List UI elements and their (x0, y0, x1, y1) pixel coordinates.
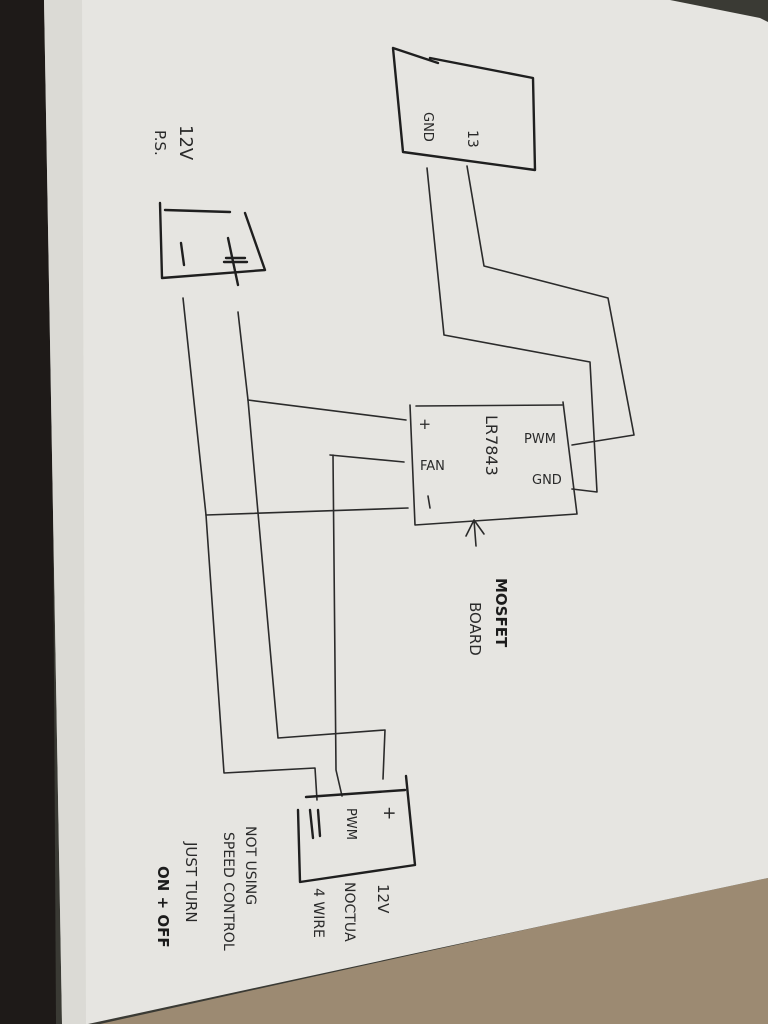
wire-arduino-13-to-mosfet-pwm (466, 165, 635, 446)
paper-fold-shadow (44, 0, 86, 1024)
fan-label-line3: 4 WIRE (310, 888, 326, 938)
mosfet-fan-negative-terminal (427, 495, 431, 509)
notes: NOT USING SPEED CONTROL JUST TURN ON + O… (154, 826, 258, 951)
wires (182, 165, 635, 801)
power-supply-name-label: P.S. (151, 130, 169, 156)
fan-positive-label: + (379, 806, 399, 820)
power-supply-outline (158, 201, 267, 280)
mosfet-part-number: LR7843 (482, 415, 501, 476)
mosfet-pwm-input-label: PWM (524, 432, 556, 447)
mosfet-gnd-input-label: GND (532, 473, 562, 488)
arduino-board-outline (391, 46, 537, 172)
fan-outline (296, 774, 417, 884)
mosfet-board: + FAN LR7843 PWM GND MOSFET BOARD (409, 401, 578, 656)
power-supply: 12V P.S. (151, 125, 267, 287)
mosfet-fan-positive-label: + (416, 418, 434, 431)
fan-pwm-label: PWM (343, 808, 358, 840)
note1-line2: SPEED CONTROL (220, 832, 236, 951)
arduino-pin-gnd-label: GND (420, 112, 435, 142)
backdrop-left-shadow (0, 0, 56, 1024)
wire-ps-negative-to-fan-negative (205, 514, 318, 801)
power-supply-voltage-label: 12V (175, 125, 196, 161)
mosfet-annotation-line1: MOSFET (492, 578, 510, 648)
wire-mosfet-fan-to-fan (332, 454, 343, 797)
mosfet-fan-label: FAN (420, 459, 445, 474)
table-surface (0, 878, 768, 1024)
mosfet-annotation-line2: BOARD (466, 602, 484, 656)
power-supply-positive-terminal (222, 236, 249, 287)
note2-line2: ON + OFF (154, 866, 172, 948)
paper-sheet (44, 0, 768, 1024)
fan-label-line2: NOCTUA (341, 882, 357, 942)
power-supply-negative-terminal (179, 241, 186, 267)
wire-ps-positive-to-fan-positive (247, 399, 386, 780)
note1-line1: NOT USING (242, 826, 258, 905)
note2-line1: JUST TURN (182, 841, 200, 923)
mosfet-board-outline (409, 401, 578, 526)
fan-label-line1: 12V (374, 884, 392, 914)
wire-arduino-gnd-to-mosfet-gnd (426, 167, 598, 493)
mosfet-arrow-icon (465, 519, 485, 547)
fan-negative-terminal (308, 808, 322, 840)
arduino-board: 13 GND (391, 46, 537, 172)
arduino-pin-13-label: 13 (464, 130, 480, 148)
noctua-fan: + PWM 12V NOCTUA 4 WIRE (296, 774, 417, 942)
wire-mosfet-fan-out (329, 454, 405, 463)
